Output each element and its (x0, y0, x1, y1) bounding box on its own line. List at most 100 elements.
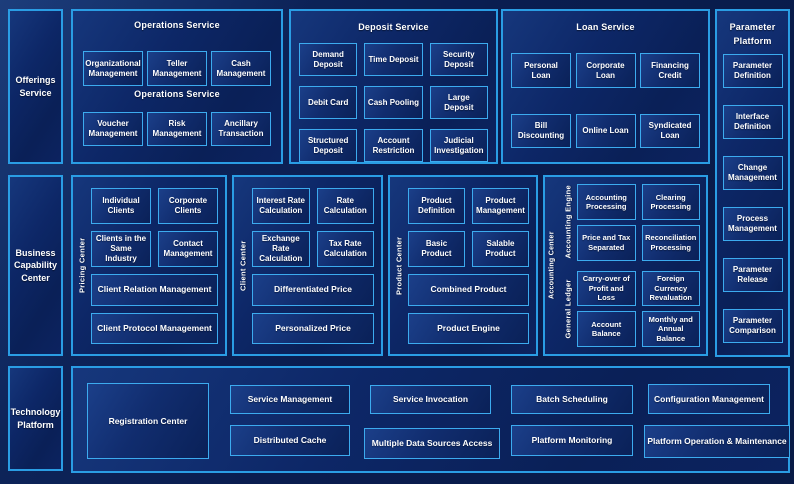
box-reconciliation-processing: Reconciliation Processing (641, 224, 700, 261)
technology-platform-rail-label: Technology Platform (10, 407, 61, 430)
box-voucher-management: Voucher Management (83, 112, 143, 146)
box-cash-pooling: Cash Pooling (364, 86, 423, 119)
box-differentiated-price: Differentiated Price (252, 274, 374, 306)
product-center-panel: Product Center Product Definition Produc… (388, 175, 538, 356)
box-personal-loan: Personal Loan (511, 53, 571, 88)
pricing-center-label: Pricing Center (77, 237, 87, 294)
operations-row-1: Organizational Management Teller Managem… (83, 51, 271, 86)
box-client-protocol-management: Client Protocol Management (91, 312, 218, 344)
product-center-content: Product Definition Product Management Ba… (408, 177, 536, 354)
pricing-center-content: Individual Clients Corporate Clients Cli… (91, 177, 225, 354)
box-large-deposit: Large Deposit (429, 86, 488, 119)
loan-service-panel: Loan Service Personal Loan Corporate Loa… (501, 9, 710, 164)
loan-row-2: Bill Discounting Online Loan Syndicated … (511, 114, 700, 148)
operations-service-panel: Operations Service Organizational Manage… (71, 9, 283, 164)
box-platform-operation-maintenance: Platform Operation & Maintenance (644, 425, 790, 458)
box-process-management: Process Management (722, 206, 783, 241)
loan-service-title: Loan Service (576, 22, 635, 32)
box-parameter-release: Parameter Release (722, 257, 783, 292)
box-platform-monitoring: Platform Monitoring (511, 425, 633, 456)
box-syndicated-loan: Syndicated Loan (640, 114, 700, 148)
deposit-service-panel: Deposit Service Demand Deposit Time Depo… (289, 9, 498, 164)
parameter-platform-panel: Parameter Platform Parameter Definition … (715, 9, 790, 357)
operations-row-2: Voucher Management Risk Management Ancil… (83, 112, 271, 146)
box-individual-clients: Individual Clients (91, 188, 151, 224)
box-accounting-processing: Accounting Processing (577, 184, 636, 220)
client-center-panel: Client Center Interest Rate Calculation … (232, 175, 383, 356)
operations-service-title: Operations Service (134, 20, 220, 30)
box-debit-card: Debit Card (299, 86, 358, 119)
box-parameter-definition: Parameter Definition (722, 53, 783, 88)
box-product-engine: Product Engine (408, 312, 529, 344)
client-center-label: Client Center (238, 240, 248, 291)
box-security-deposit: Security Deposit (429, 43, 488, 76)
deposit-service-title: Deposit Service (358, 22, 429, 32)
box-personalized-price: Personalized Price (252, 312, 374, 344)
box-corporate-clients: Corporate Clients (158, 188, 218, 224)
box-price-and-tax-separated: Price and Tax Separated (577, 224, 636, 261)
box-monthly-annual-balance: Monthly and Annual Balance (641, 311, 700, 347)
offerings-service-label: Offerings Service (15, 75, 56, 98)
box-contact-management: Contact Management (158, 231, 218, 267)
client-center-content: Interest Rate Calculation Rate Calculati… (252, 177, 381, 354)
business-capability-center-label: Business Capability Center (13, 248, 57, 283)
box-combined-product: Combined Product (408, 274, 529, 306)
box-online-loan: Online Loan (575, 114, 636, 148)
box-tax-rate-calculation: Tax Rate Calculation (316, 231, 374, 267)
box-configuration-management: Configuration Management (648, 384, 770, 414)
box-registration-center: Registration Center (87, 383, 209, 459)
operations-service-mid-label: Operations Service (134, 89, 220, 99)
box-basic-product: Basic Product (408, 231, 465, 267)
box-multiple-data-sources-access: Multiple Data Sources Access (364, 428, 500, 459)
box-foreign-currency-revaluation: Foreign Currency Revaluation (641, 270, 700, 307)
box-product-management: Product Management (472, 188, 529, 224)
technology-platform-panel: Registration Center Service Management S… (71, 366, 790, 473)
box-demand-deposit: Demand Deposit (299, 43, 358, 76)
general-ledger-section: General Ledger Carry-over of Profit and … (559, 268, 706, 351)
box-service-invocation: Service Invocation (370, 385, 491, 414)
box-judicial-investigation: Judicial Investigation (429, 129, 488, 162)
box-rate-calculation: Rate Calculation (316, 188, 374, 224)
deposit-grid: Demand Deposit Time Deposit Security Dep… (291, 43, 496, 162)
box-account-balance: Account Balance (577, 311, 636, 347)
box-distributed-cache: Distributed Cache (230, 425, 350, 456)
general-ledger-label: General Ledger (563, 279, 573, 339)
box-teller-management: Teller Management (147, 51, 207, 86)
box-parameter-comparison: Parameter Comparison (722, 308, 783, 343)
box-change-management: Change Management (722, 155, 783, 190)
product-center-label: Product Center (394, 236, 404, 295)
box-ancillary-transaction: Ancillary Transaction (211, 112, 271, 146)
technology-platform-rail-panel: Technology Platform (8, 366, 63, 471)
box-risk-management: Risk Management (147, 112, 207, 146)
box-interest-rate-calculation: Interest Rate Calculation (252, 188, 310, 224)
offerings-service-panel: Offerings Service (8, 9, 63, 164)
accounting-engine-section: Accounting Engine Accounting Processing … (559, 181, 706, 264)
loan-row-1: Personal Loan Corporate Loan Financing C… (511, 53, 700, 88)
box-structured-deposit: Structured Deposit (299, 129, 358, 162)
parameter-platform-title: Parameter Platform (729, 22, 776, 47)
box-corporate-loan: Corporate Loan (575, 53, 636, 88)
box-carry-over-profit-loss: Carry-over of Profit and Loss (577, 270, 636, 307)
box-product-definition: Product Definition (408, 188, 465, 224)
box-clients-same-industry: Clients in the Same Industry (91, 231, 151, 267)
accounting-center-content: Accounting Engine Accounting Processing … (559, 177, 706, 354)
accounting-engine-label: Accounting Engine (563, 185, 573, 259)
business-capability-center-panel: Business Capability Center (8, 175, 63, 356)
accounting-center-label: Accounting Center (548, 231, 556, 300)
box-service-management: Service Management (230, 385, 350, 414)
box-time-deposit: Time Deposit (364, 43, 423, 76)
pricing-center-panel: Pricing Center Individual Clients Corpor… (71, 175, 227, 356)
box-salable-product: Salable Product (472, 231, 529, 267)
accounting-center-panel: Accounting Center Accounting Engine Acco… (543, 175, 708, 356)
box-interface-definition: Interface Definition (722, 104, 783, 139)
box-exchange-rate-calculation: Exchange Rate Calculation (252, 231, 310, 267)
box-financing-credit: Financing Credit (640, 53, 700, 88)
box-client-relation-management: Client Relation Management (91, 274, 218, 306)
box-cash-management: Cash Management (211, 51, 271, 86)
box-account-restriction: Account Restriction (364, 129, 423, 162)
box-bill-discounting: Bill Discounting (511, 114, 571, 148)
box-organizational-management: Organizational Management (83, 51, 143, 86)
box-clearing-processing: Clearing Processing (641, 184, 700, 220)
box-batch-scheduling: Batch Scheduling (511, 385, 633, 414)
